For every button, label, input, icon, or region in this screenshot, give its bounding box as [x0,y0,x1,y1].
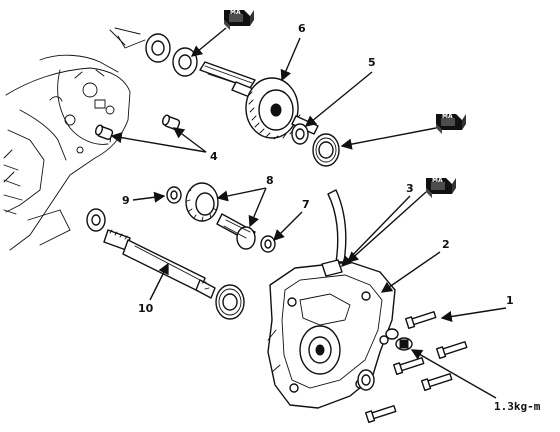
dowel-pins [95,114,181,140]
callout-7: 7 [302,198,310,211]
svg-text:MA: MA [442,113,453,120]
svg-text:MA: MA [230,9,241,16]
countershaft-gear-6 [199,61,319,140]
grease-badge-icon: MA [436,113,466,134]
callout-labels: 1 2 3 4 5 6 7 8 9 10 1.3kg-m [122,22,541,413]
callout-8: 8 [266,174,274,187]
svg-text:MA: MA [432,177,443,184]
callout-10: 10 [138,302,154,315]
callout-3: 3 [406,182,414,195]
drive-shaft-10 [86,208,216,299]
callout-9: 9 [122,194,130,207]
drain-bolt [385,328,413,351]
grease-badge-icon: MA [426,177,456,198]
callout-6: 6 [298,22,306,35]
washer-5 [291,123,309,145]
callout-5: 5 [368,56,376,69]
gearbox-cover-2 [267,259,396,409]
washer-7 [260,235,276,253]
callout-4: 4 [210,150,218,163]
bearing-lower-10 [215,284,245,320]
callout-2: 2 [442,238,450,251]
gear-cluster-8 [185,182,256,250]
callout-1: 1 [506,294,514,307]
washer-9 [166,186,182,204]
torque-spec: 1.3kg-m [494,400,541,413]
grease-badge-icon: MA [224,9,254,30]
leader-lines [110,27,507,399]
bearing-right-5 [312,133,340,167]
breather-tube-3 [327,189,347,263]
oil-seal [357,369,375,391]
upper-left-bearings [117,33,198,77]
left-crankcase-half [3,27,141,251]
cover-bolts-1 [364,311,468,424]
